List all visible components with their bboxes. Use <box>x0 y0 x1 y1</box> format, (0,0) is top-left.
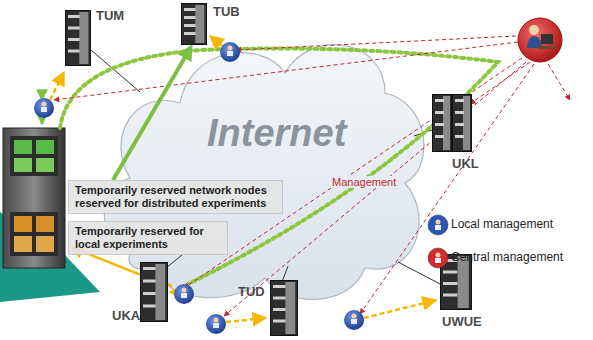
server-icon <box>65 10 91 66</box>
legend-swatch <box>427 247 449 269</box>
server-node: TUB <box>181 3 207 45</box>
cloud-title: Internet <box>207 112 346 155</box>
server-node: TUD <box>270 280 298 336</box>
legend-text: Local management <box>451 217 553 231</box>
site-label: TUB <box>213 4 240 19</box>
server-node: UKL <box>432 94 472 152</box>
box-text: Temporarily reserved network nodes reser… <box>75 184 276 210</box>
reservation-box: Temporarily reserved for local experimen… <box>68 221 228 255</box>
server-icon <box>140 262 168 322</box>
site-label: UKA <box>112 308 140 323</box>
site-label: UKL <box>452 156 479 171</box>
server-icon <box>432 94 472 152</box>
legend-text: Central management <box>451 250 563 264</box>
server-icon <box>181 3 207 45</box>
box-text: Temporarily reserved for local experimen… <box>75 225 221 251</box>
management-label: Management <box>330 176 398 188</box>
server-icon <box>270 280 298 336</box>
site-label: TUD <box>238 284 265 299</box>
server-node: UKA <box>140 262 168 322</box>
site-label: UWUE <box>442 314 482 329</box>
legend-swatch <box>427 214 449 236</box>
site-label: TUM <box>96 8 124 23</box>
reservation-box: Temporarily reserved network nodes reser… <box>68 180 283 214</box>
server-node: TUM <box>65 10 91 66</box>
